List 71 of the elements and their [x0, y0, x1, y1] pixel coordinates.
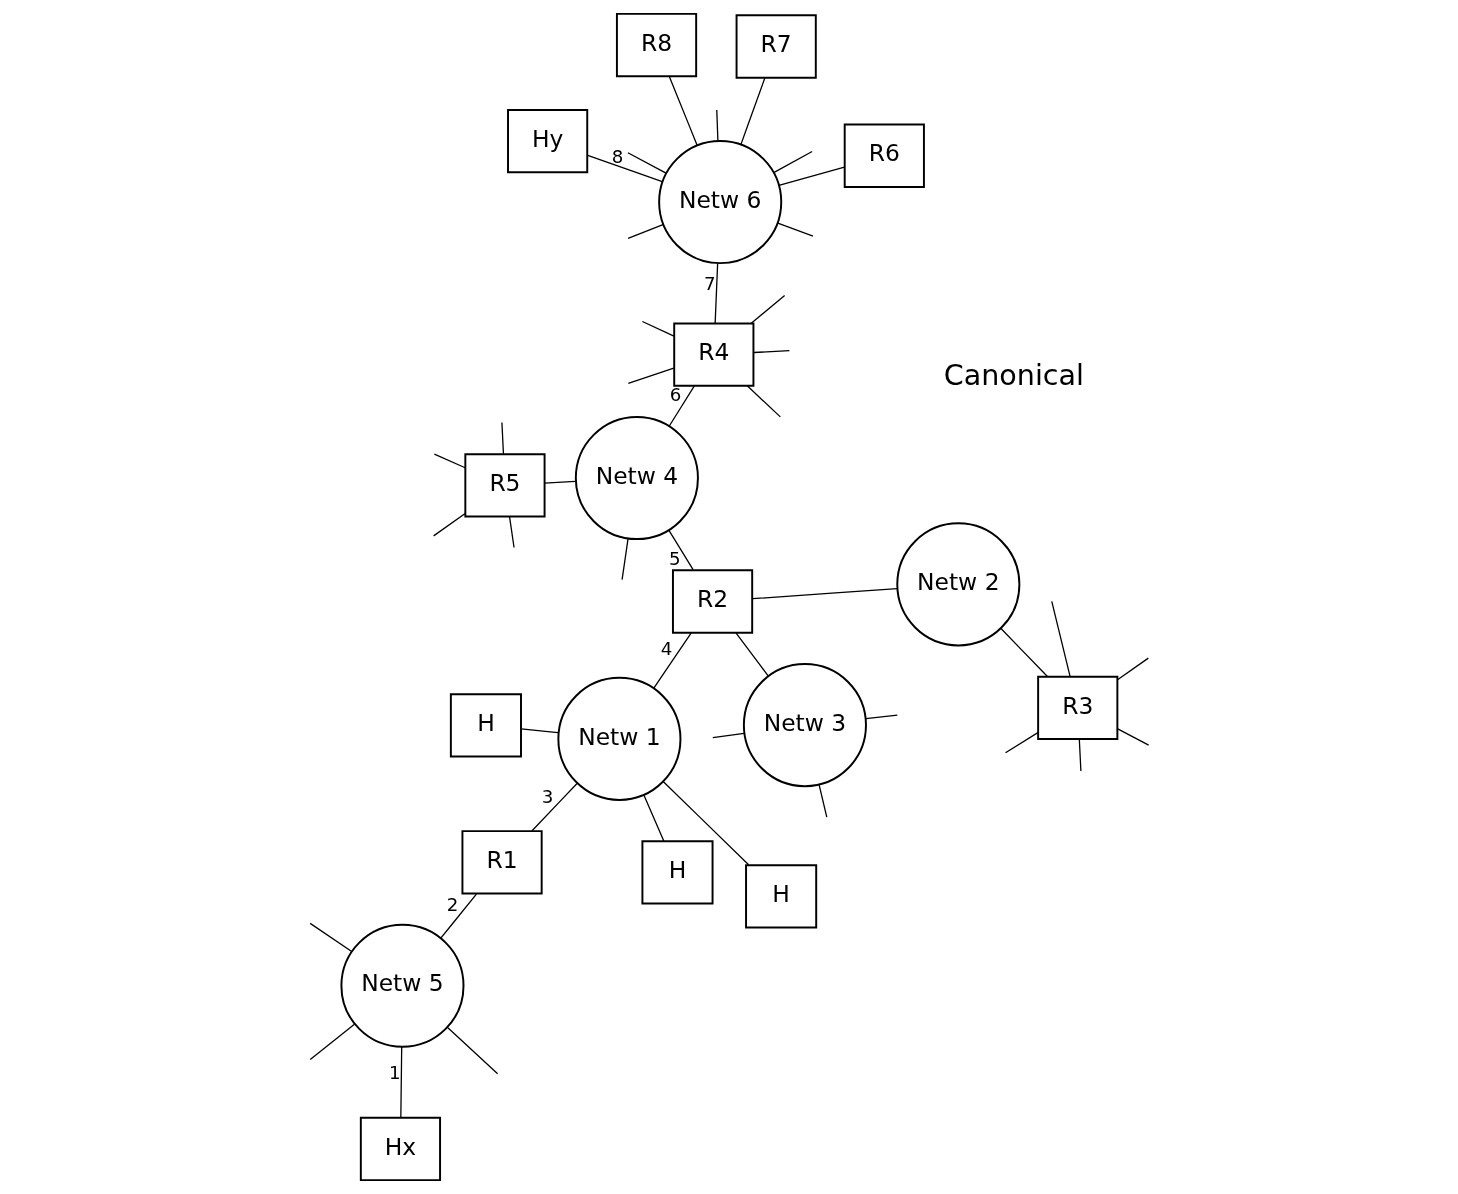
connector: [715, 109, 719, 142]
node-box: R6: [843, 123, 925, 188]
edge-label: 4: [660, 637, 672, 659]
connector: [751, 588, 898, 600]
edge-label: 8: [611, 146, 623, 168]
node-box: H: [744, 864, 817, 929]
connector: [1078, 738, 1082, 772]
connector: [586, 154, 663, 183]
connector: [1116, 657, 1149, 681]
node-circle: Netw 6: [657, 140, 782, 265]
connector: [817, 784, 827, 818]
label: Canonical: [943, 357, 1084, 392]
connector: [739, 77, 765, 146]
connector: [714, 262, 718, 324]
node-circle: Netw 2: [895, 522, 1020, 647]
connector: [1050, 600, 1071, 677]
connector: [500, 421, 504, 455]
node-box: R1: [460, 830, 543, 895]
node-circle: Netw 5: [339, 923, 464, 1048]
connector: [446, 1026, 498, 1075]
node-circle: Netw 3: [742, 663, 867, 788]
connector: [620, 537, 629, 581]
connector: [999, 627, 1048, 678]
connector: [773, 150, 813, 174]
connector: [1004, 732, 1038, 754]
connector: [746, 385, 781, 418]
node-box: R8: [615, 12, 697, 78]
connector: [530, 782, 578, 832]
node-circle: Netw 4: [574, 416, 699, 541]
connector: [750, 294, 785, 324]
node-box: R7: [735, 14, 817, 79]
connector: [309, 1023, 355, 1061]
connector: [642, 794, 664, 842]
edge-label: 7: [703, 272, 716, 294]
connector: [864, 714, 898, 720]
connector: [439, 893, 477, 939]
node-box: Hy: [506, 109, 588, 174]
node-box: R2: [671, 569, 753, 634]
connector: [776, 222, 814, 237]
edge-label: 3: [541, 785, 553, 807]
connector: [520, 728, 559, 734]
connector: [668, 385, 695, 427]
connector: [626, 152, 667, 174]
connector: [734, 632, 769, 677]
node-circle: Netw 1: [556, 676, 681, 801]
connector: [626, 223, 664, 239]
connector: [667, 529, 694, 571]
connector: [508, 516, 515, 549]
connector: [399, 1046, 402, 1119]
edge-label: 5: [668, 548, 681, 570]
node-box: R4: [672, 322, 754, 387]
node-box: R5: [463, 453, 546, 518]
node-box: H: [449, 693, 522, 758]
connector: [752, 350, 790, 354]
connector: [309, 922, 352, 953]
connector: [433, 453, 466, 469]
connector: [652, 632, 692, 689]
connector: [711, 732, 745, 739]
node-box: R3: [1036, 675, 1118, 741]
connector: [668, 75, 698, 147]
connector: [543, 480, 576, 484]
connector: [432, 512, 466, 537]
connector: [641, 320, 675, 337]
node-box: Hx: [359, 1116, 441, 1182]
edge-label: 1: [388, 1061, 401, 1083]
connector: [627, 367, 674, 384]
edge-label: 2: [446, 893, 458, 915]
connector: [1116, 728, 1149, 746]
connector: [777, 166, 845, 187]
node-box: H: [640, 840, 714, 905]
connector: [662, 780, 749, 866]
